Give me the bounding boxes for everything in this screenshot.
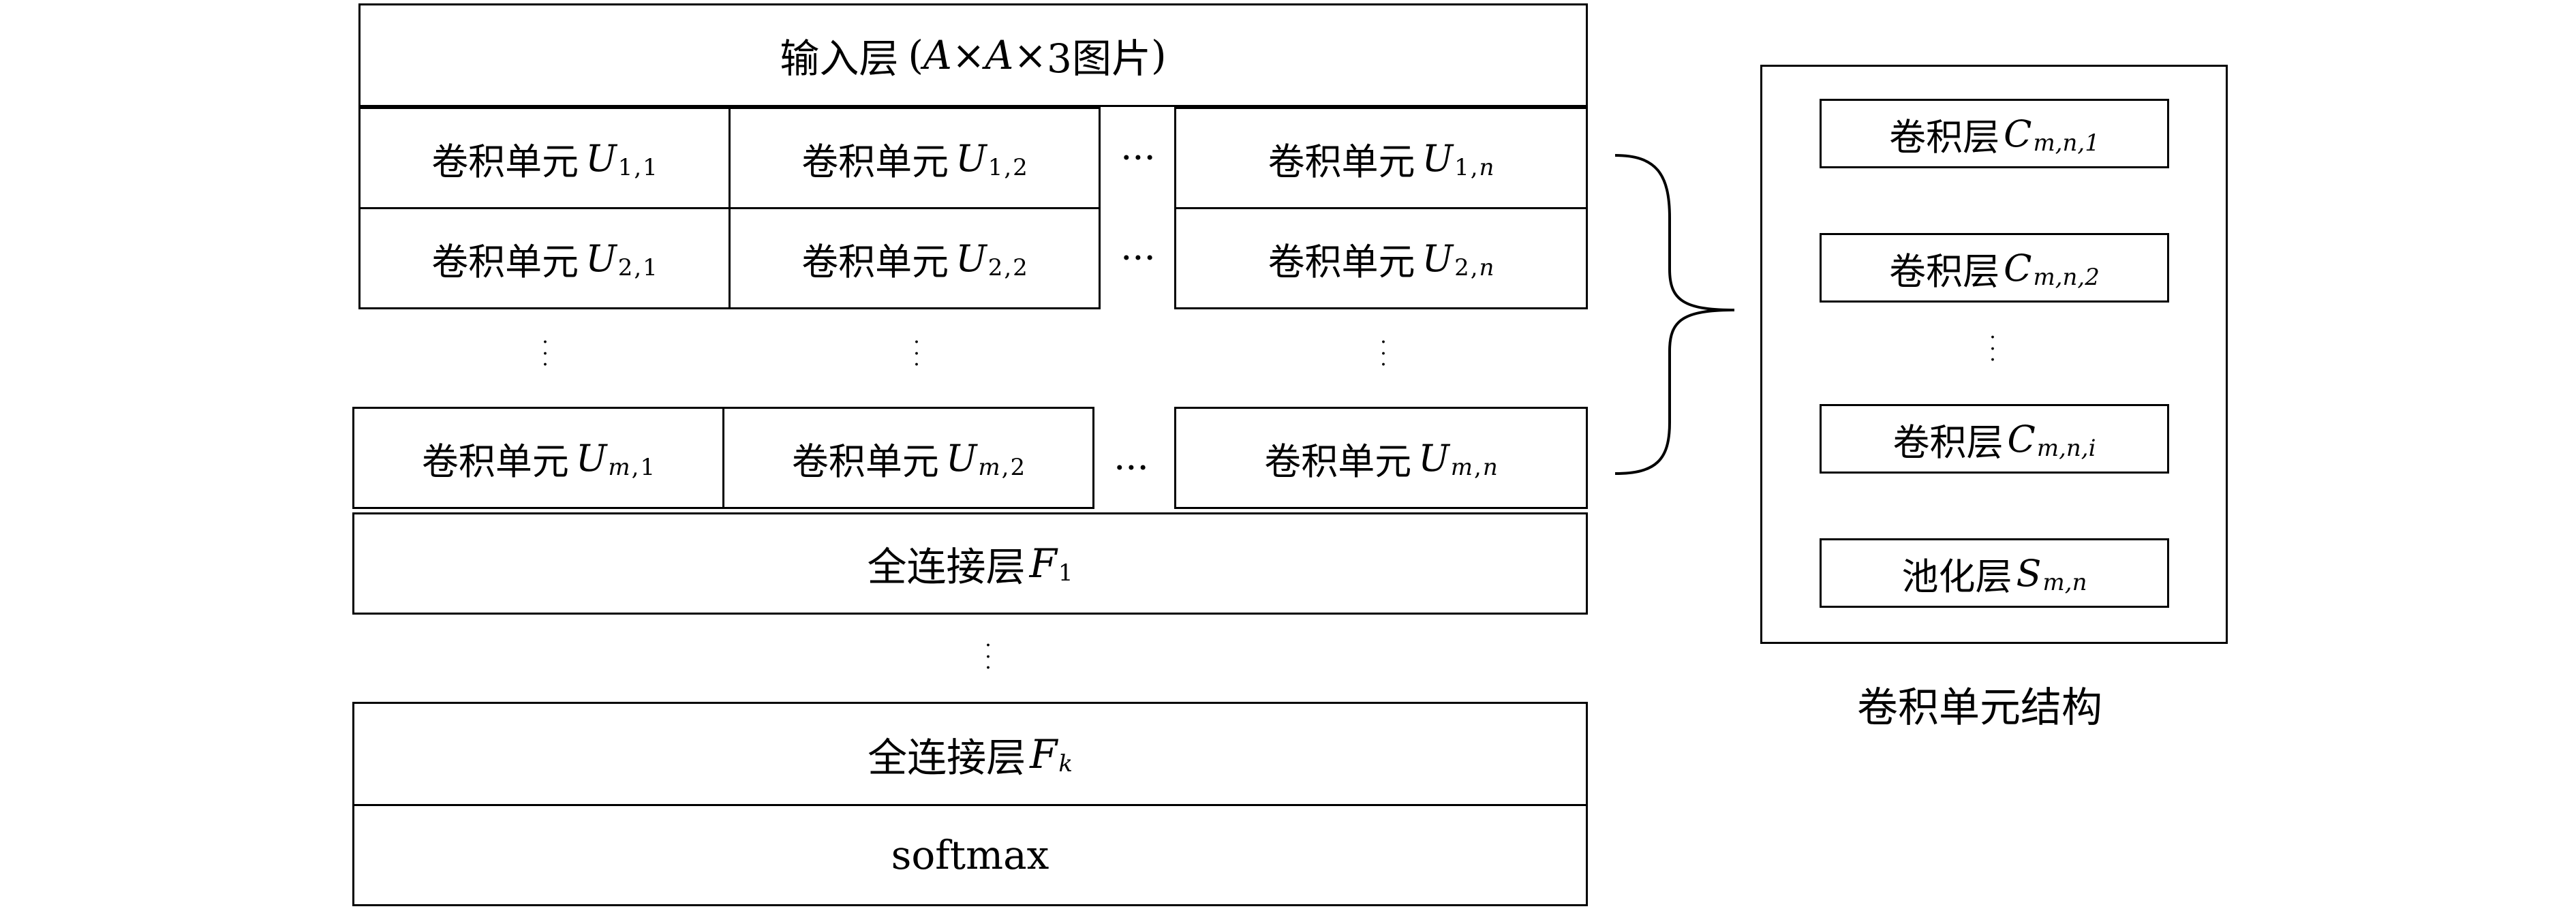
sub-comma: , xyxy=(1001,454,1009,481)
conv-layer-var: C xyxy=(2004,246,2032,290)
conv-layer-2: 卷积层 C m,n,2 xyxy=(1820,233,2169,303)
conv-unit-row: 1 xyxy=(617,154,633,181)
conv-unit-row: 1 xyxy=(987,154,1003,181)
grouping-brace xyxy=(1614,154,1735,475)
fc-sub: 1 xyxy=(1058,559,1073,587)
conv-unit-col: 1 xyxy=(643,154,658,181)
conv-unit-col: 2 xyxy=(1013,254,1028,281)
rowm-ellipsis: ··· xyxy=(1114,446,1149,489)
sub-comma: , xyxy=(631,454,639,481)
conv-unit-row: m xyxy=(1450,454,1473,481)
conv-unit-row: 1 xyxy=(1454,154,1469,181)
conv-unit-label: 卷积单元 xyxy=(431,140,579,183)
conv-unit-1-2: 卷积单元 U 1,2 xyxy=(729,107,1101,209)
conv-unit-col: 1 xyxy=(643,254,658,281)
conv-layer-sub: m,n,1 xyxy=(2033,129,2100,157)
row1-ellipsis: ··· xyxy=(1120,136,1156,179)
conv-unit-2-1: 卷积单元 U 2,1 xyxy=(358,207,731,309)
input-layer-paren-open: ( xyxy=(908,32,924,78)
conv-layer-var: C xyxy=(2007,417,2036,461)
pool-layer-label: 池化层 xyxy=(1901,555,2012,598)
conv-unit-var: U xyxy=(945,436,977,480)
input-layer-paren-close: ) xyxy=(1150,32,1167,78)
conv-unit-2-2: 卷积单元 U 2,2 xyxy=(729,207,1101,309)
conv-unit-label: 卷积单元 xyxy=(421,439,569,483)
conv-unit-var: U xyxy=(1422,236,1454,280)
fc-label: 全连接层 xyxy=(867,544,1026,590)
pool-layer-var: S xyxy=(2016,551,2042,595)
sub-comma: , xyxy=(1470,154,1478,181)
conv-unit-col: n xyxy=(1479,254,1494,281)
structure-caption: 卷积单元结构 xyxy=(1857,684,2102,732)
sub-comma: , xyxy=(634,154,642,181)
conv-unit-row: 2 xyxy=(1454,254,1469,281)
conv-unit-label: 卷积单元 xyxy=(431,240,579,283)
sub-comma: , xyxy=(1004,154,1012,181)
conv-layer-label: 卷积层 xyxy=(1889,249,2000,293)
col2-vellipsis: ··· xyxy=(913,330,920,377)
input-layer-label: 输入层 xyxy=(780,35,899,82)
conv-unit-row: m xyxy=(978,454,1000,481)
conv-layer-label: 卷积层 xyxy=(1892,420,2004,464)
conv-unit-var: U xyxy=(1418,436,1450,480)
row2-ellipsis: ··· xyxy=(1120,236,1156,279)
conv-unit-label: 卷积单元 xyxy=(1264,439,1412,483)
input-layer-tail: 3图片 xyxy=(1047,35,1151,82)
softmax-label: softmax xyxy=(891,832,1049,878)
conv-unit-var: U xyxy=(955,136,987,180)
pool-layer-sub: m,n xyxy=(2042,569,2087,596)
conv-unit-col: 2 xyxy=(1010,454,1026,481)
conv-unit-label: 卷积单元 xyxy=(1268,140,1415,183)
pooling-layer: 池化层 S m,n xyxy=(1820,538,2169,608)
conv-unit-m-n: 卷积单元 U m,n xyxy=(1174,407,1588,509)
conv-unit-label: 卷积单元 xyxy=(1268,240,1415,283)
conv-unit-col: n xyxy=(1479,154,1494,181)
conv-unit-m-2: 卷积单元 U m,2 xyxy=(722,407,1094,509)
conv-layer-var: C xyxy=(2004,112,2032,155)
conv-unit-2-n: 卷积单元 U 2,n xyxy=(1174,207,1588,309)
sub-comma: , xyxy=(1004,254,1012,281)
conv-unit-row: 2 xyxy=(987,254,1003,281)
input-layer-box: 输入层 ( A × A × 3图片 ) xyxy=(358,3,1588,107)
conv-unit-1-n: 卷积单元 U 1,n xyxy=(1174,107,1588,209)
structure-vellipsis: ··· xyxy=(1989,326,1996,372)
fc-layer-first: 全连接层 F 1 xyxy=(352,512,1588,615)
conv-layer-sub: m,n,2 xyxy=(2033,264,2100,291)
conv-unit-label: 卷积单元 xyxy=(791,439,939,483)
conv-unit-col: n xyxy=(1482,454,1498,481)
conv-unit-col: 2 xyxy=(1013,154,1028,181)
conv-unit-m-1: 卷积单元 U m,1 xyxy=(352,407,724,509)
input-layer-times1: × xyxy=(951,32,985,78)
sub-comma: , xyxy=(1470,254,1478,281)
softmax-layer: softmax xyxy=(352,804,1588,906)
conv-unit-var: U xyxy=(1422,136,1454,180)
sub-comma: , xyxy=(1474,454,1482,481)
sub-comma: , xyxy=(634,254,642,281)
conv-unit-var: U xyxy=(955,236,987,280)
fc-vellipsis: ··· xyxy=(985,634,992,680)
conv-unit-1-1: 卷积单元 U 1,1 xyxy=(358,107,731,209)
conv-layer-label: 卷积层 xyxy=(1889,115,2000,159)
conv-unit-var: U xyxy=(585,136,617,180)
conv-unit-label: 卷积单元 xyxy=(801,240,949,283)
col1-vellipsis: ··· xyxy=(542,330,549,377)
conv-unit-row: 2 xyxy=(617,254,633,281)
conv-layer-sub: m,n,i xyxy=(2036,435,2096,462)
conv-unit-var: U xyxy=(585,236,617,280)
input-layer-var-a1: A xyxy=(923,32,952,78)
conv-layer-1: 卷积层 C m,n,1 xyxy=(1820,99,2169,168)
conv-unit-row: m xyxy=(608,454,630,481)
fc-label: 全连接层 xyxy=(868,734,1026,781)
conv-layer-i: 卷积层 C m,n,i xyxy=(1820,404,2169,474)
fc-var: F xyxy=(1029,540,1057,587)
coln-vellipsis: ··· xyxy=(1380,330,1387,377)
conv-unit-label: 卷积单元 xyxy=(801,140,949,183)
input-layer-times2: × xyxy=(1013,32,1047,78)
fc-layer-last: 全连接层 F k xyxy=(352,702,1588,806)
conv-unit-col: 1 xyxy=(640,454,656,481)
conv-unit-var: U xyxy=(575,436,607,480)
fc-var: F xyxy=(1030,730,1058,777)
input-layer-var-a2: A xyxy=(985,32,1014,78)
fc-sub: k xyxy=(1058,750,1073,777)
